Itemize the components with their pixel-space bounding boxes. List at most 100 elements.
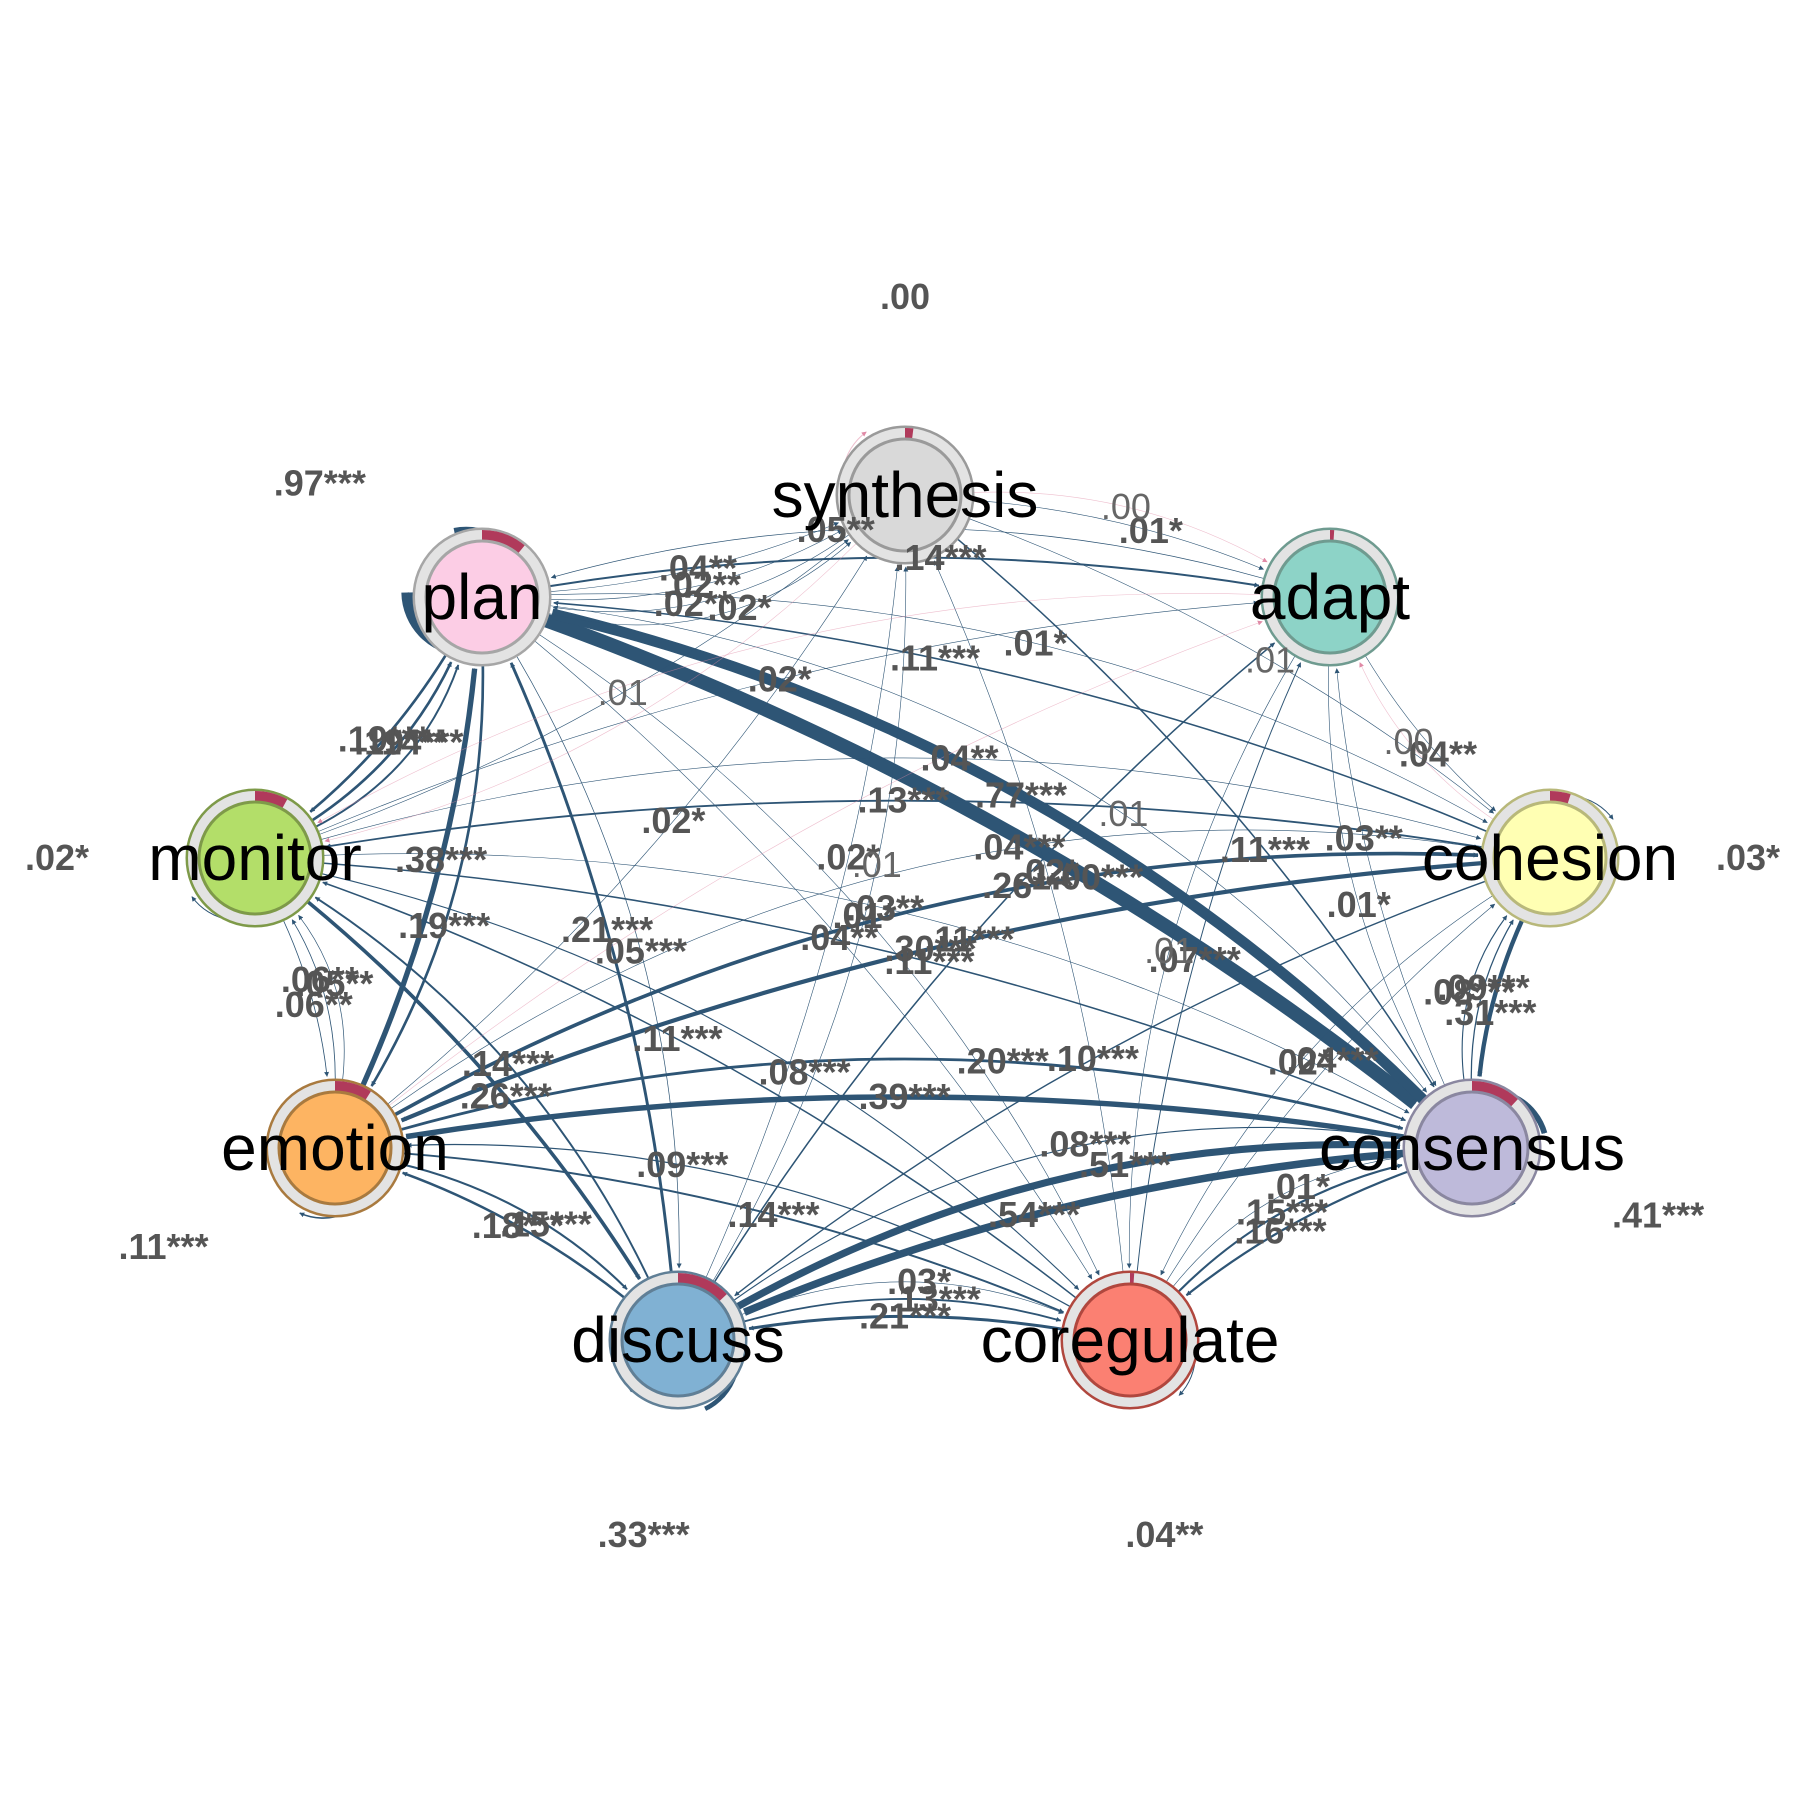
edge-weight-label: .02* bbox=[1015, 852, 1079, 893]
node-pie-slice bbox=[1471, 1081, 1518, 1107]
edge-discuss-to-adapt bbox=[713, 642, 1276, 1283]
edge-weight-label: .02* bbox=[748, 658, 812, 699]
edge-plan-to-consensus bbox=[549, 605, 1427, 1093]
edge-weight-label: .15*** bbox=[1236, 1191, 1328, 1232]
edge-consensus-to-cohesion bbox=[1470, 919, 1514, 1081]
edge-adapt-to-consensus bbox=[1328, 664, 1437, 1087]
node-pie-slice bbox=[677, 1273, 727, 1302]
node-label-synthesis: synthesis bbox=[772, 459, 1039, 531]
edge-weight-label: .05** bbox=[295, 963, 373, 1004]
edge-labels-layer: .97***.00.02*.03*.41***.11***.33***.04**… bbox=[25, 276, 1780, 1555]
edge-monitor-to-consensus bbox=[322, 862, 1406, 1122]
edge-plan-to-synthesis bbox=[549, 522, 840, 593]
node-consensus[interactable] bbox=[1402, 1078, 1542, 1218]
node-label-cohesion: cohesion bbox=[1422, 822, 1678, 894]
node-coregulate[interactable] bbox=[1060, 1270, 1200, 1410]
edge-weight-label: .19*** bbox=[398, 905, 490, 946]
node-fill bbox=[1072, 1282, 1188, 1398]
edge-weight-label: .14*** bbox=[727, 1194, 819, 1235]
edge-emotion-to-coregulate bbox=[402, 1152, 1065, 1314]
edge-weight-label: .77*** bbox=[975, 774, 1067, 815]
node-fill bbox=[847, 437, 963, 553]
node-adapt[interactable] bbox=[1260, 527, 1400, 667]
edge-emotion-to-cohesion bbox=[390, 829, 1480, 1110]
edge-emotion-to-monitor bbox=[291, 919, 336, 1081]
node-pie-slice bbox=[1549, 791, 1571, 804]
edge-weight-label: .05*** bbox=[595, 930, 687, 971]
node-cohesion[interactable] bbox=[1480, 788, 1620, 928]
edge-cohesion-to-coregulate bbox=[1160, 895, 1494, 1276]
edge-discuss-to-plan bbox=[509, 662, 673, 1273]
edge-weight-label: .09*** bbox=[636, 1144, 728, 1185]
edge-weight-label: .01* bbox=[1119, 510, 1183, 551]
edge-weight-label: .01* bbox=[1004, 622, 1068, 663]
node-plan[interactable] bbox=[412, 527, 552, 667]
edge-cohesion-to-consensus bbox=[1477, 919, 1525, 1077]
edge-monitor-to-coregulate bbox=[321, 872, 1080, 1290]
edge-discuss-to-synthesis bbox=[712, 566, 909, 1282]
edge-weight-label: .21*** bbox=[561, 909, 653, 950]
edge-consensus-to-coregulate bbox=[1185, 1170, 1409, 1297]
edge-cohesion-to-monitor bbox=[325, 799, 1483, 849]
edge-weight-label: .08*** bbox=[758, 1052, 850, 1093]
edge-weight-label: .04** bbox=[659, 548, 737, 589]
edge-coregulate-to-consensus bbox=[1177, 1163, 1403, 1293]
edge-adapt-to-coregulate bbox=[1126, 655, 1296, 1269]
edge-discuss-to-monitor bbox=[314, 896, 650, 1280]
edge-emotion-to-synthesis bbox=[387, 555, 868, 1105]
edge-discuss-to-coregulate bbox=[743, 1298, 1062, 1323]
node-label-coregulate: coregulate bbox=[981, 1304, 1280, 1376]
edge-coregulate-to-cohesion bbox=[1165, 903, 1496, 1283]
edge-emotion-to-cohesion bbox=[393, 851, 1479, 1117]
node-discuss[interactable] bbox=[608, 1270, 748, 1410]
edge-monitor-to-consensus bbox=[322, 853, 1410, 1114]
edge-weight-label: .54*** bbox=[988, 1194, 1080, 1235]
node-monitor[interactable] bbox=[185, 788, 325, 928]
edge-weight-label: .51*** bbox=[1079, 1144, 1171, 1185]
edge-weight-label: .11*** bbox=[118, 1226, 208, 1267]
edge-weight-label: .26*** bbox=[982, 865, 1074, 906]
node-pie-slice bbox=[254, 791, 288, 809]
edge-monitor-to-adapt bbox=[317, 600, 1259, 832]
edge-synthesis-to-monitor bbox=[324, 542, 857, 843]
edge-weight-label: .02** bbox=[654, 583, 732, 624]
edge-cohesion-to-discuss bbox=[734, 880, 1487, 1297]
edge-weight-label: .18*** bbox=[472, 1205, 564, 1246]
edge-emotion-to-plan bbox=[360, 668, 478, 1087]
edge-synthesis-to-consensus bbox=[956, 538, 1435, 1088]
edge-weight-label: .02* bbox=[816, 837, 880, 878]
edge-weight-label: .16*** bbox=[1234, 1210, 1326, 1251]
edge-weight-label: .00 bbox=[1384, 721, 1434, 762]
edge-plan-to-synthesis bbox=[549, 529, 843, 601]
edge-weight-label: .09*** bbox=[1438, 967, 1530, 1008]
edge-coregulate-to-adapt bbox=[1136, 662, 1301, 1273]
node-fill bbox=[277, 1090, 393, 1206]
edge-weight-label: .04*** bbox=[973, 826, 1065, 867]
edge-weight-label: .01* bbox=[832, 895, 896, 936]
edge-emotion-to-monitor bbox=[298, 914, 345, 1081]
edge-weight-label: .02* bbox=[25, 837, 89, 878]
node-label-plan: plan bbox=[422, 561, 543, 633]
edge-consensus-to-plan bbox=[550, 608, 1428, 1104]
edge-weight-label: .11*** bbox=[924, 919, 1014, 960]
edge-plan-to-coregulate bbox=[534, 640, 1093, 1280]
node-emotion[interactable] bbox=[265, 1078, 405, 1218]
edge-monitor-to-plan bbox=[311, 661, 453, 822]
edge-adapt-to-monitor bbox=[317, 593, 1263, 824]
node-synthesis[interactable] bbox=[835, 425, 975, 565]
edge-weight-label: .05** bbox=[797, 509, 875, 550]
node-fill bbox=[1414, 1090, 1530, 1206]
edge-weight-label: .04** bbox=[920, 738, 998, 779]
edge-discuss-to-consensus bbox=[735, 1141, 1401, 1310]
edge-weight-label: .01 bbox=[1245, 639, 1295, 680]
edge-weight-label: .13*** bbox=[889, 1279, 981, 1320]
edge-weight-label: .01 bbox=[852, 844, 902, 885]
edge-weight-label: .14*** bbox=[462, 1043, 554, 1084]
edge-plan-to-emotion bbox=[370, 664, 485, 1087]
edge-weight-label: .13*** bbox=[857, 780, 949, 821]
node-label-consensus: consensus bbox=[1319, 1112, 1625, 1184]
edge-coregulate-to-discuss bbox=[748, 1314, 1064, 1331]
edge-weight-label: .11*** bbox=[632, 1018, 722, 1059]
edge-cohesion-to-adapt bbox=[1359, 662, 1494, 820]
